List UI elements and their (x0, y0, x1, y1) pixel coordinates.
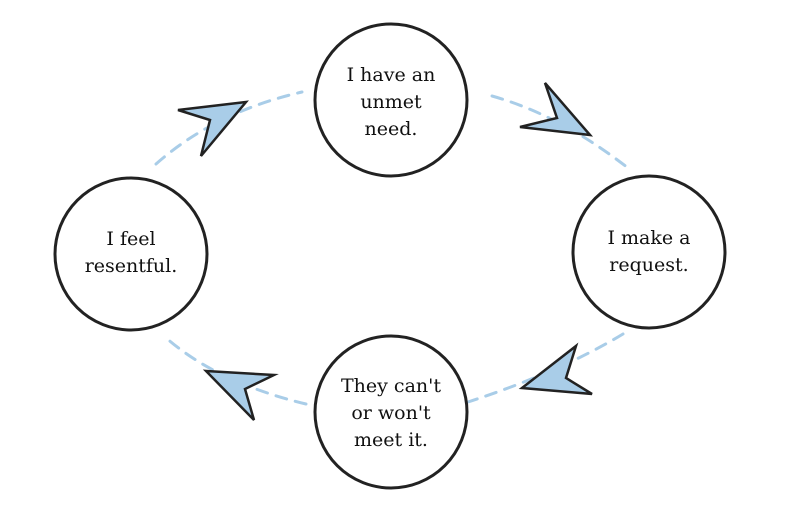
arrowhead-to-cant (518, 342, 593, 396)
node-label-line: need. (365, 118, 418, 140)
arrowhead-to-resentful (202, 369, 279, 421)
node-label-line: I make a (607, 227, 690, 249)
arrowheads (177, 82, 594, 421)
node-circle (313, 334, 469, 490)
node-label-line: meet it. (354, 429, 428, 451)
node-label-line: request. (609, 254, 688, 276)
node-make-request: I make a request. (571, 174, 727, 330)
node-label-line: They can't (341, 375, 441, 397)
node-cant-meet: They can't or won't meet it. (313, 334, 469, 490)
node-label-line: or won't (351, 402, 431, 424)
node-label-line: I feel (106, 228, 155, 250)
node-label-line: I have an (347, 64, 436, 86)
node-circle (313, 22, 469, 178)
connector-request-to-cant (466, 332, 625, 404)
node-unmet-need: I have an unmet need. (313, 22, 469, 178)
node-label-line: resentful. (85, 255, 178, 277)
arrowhead-to-unmet (177, 100, 249, 157)
node-label-line: unmet (360, 91, 422, 113)
node-circle (53, 176, 209, 332)
node-resentful: I feel resentful. (53, 176, 209, 332)
node-circle (571, 174, 727, 330)
arrowhead-to-request (519, 82, 594, 137)
